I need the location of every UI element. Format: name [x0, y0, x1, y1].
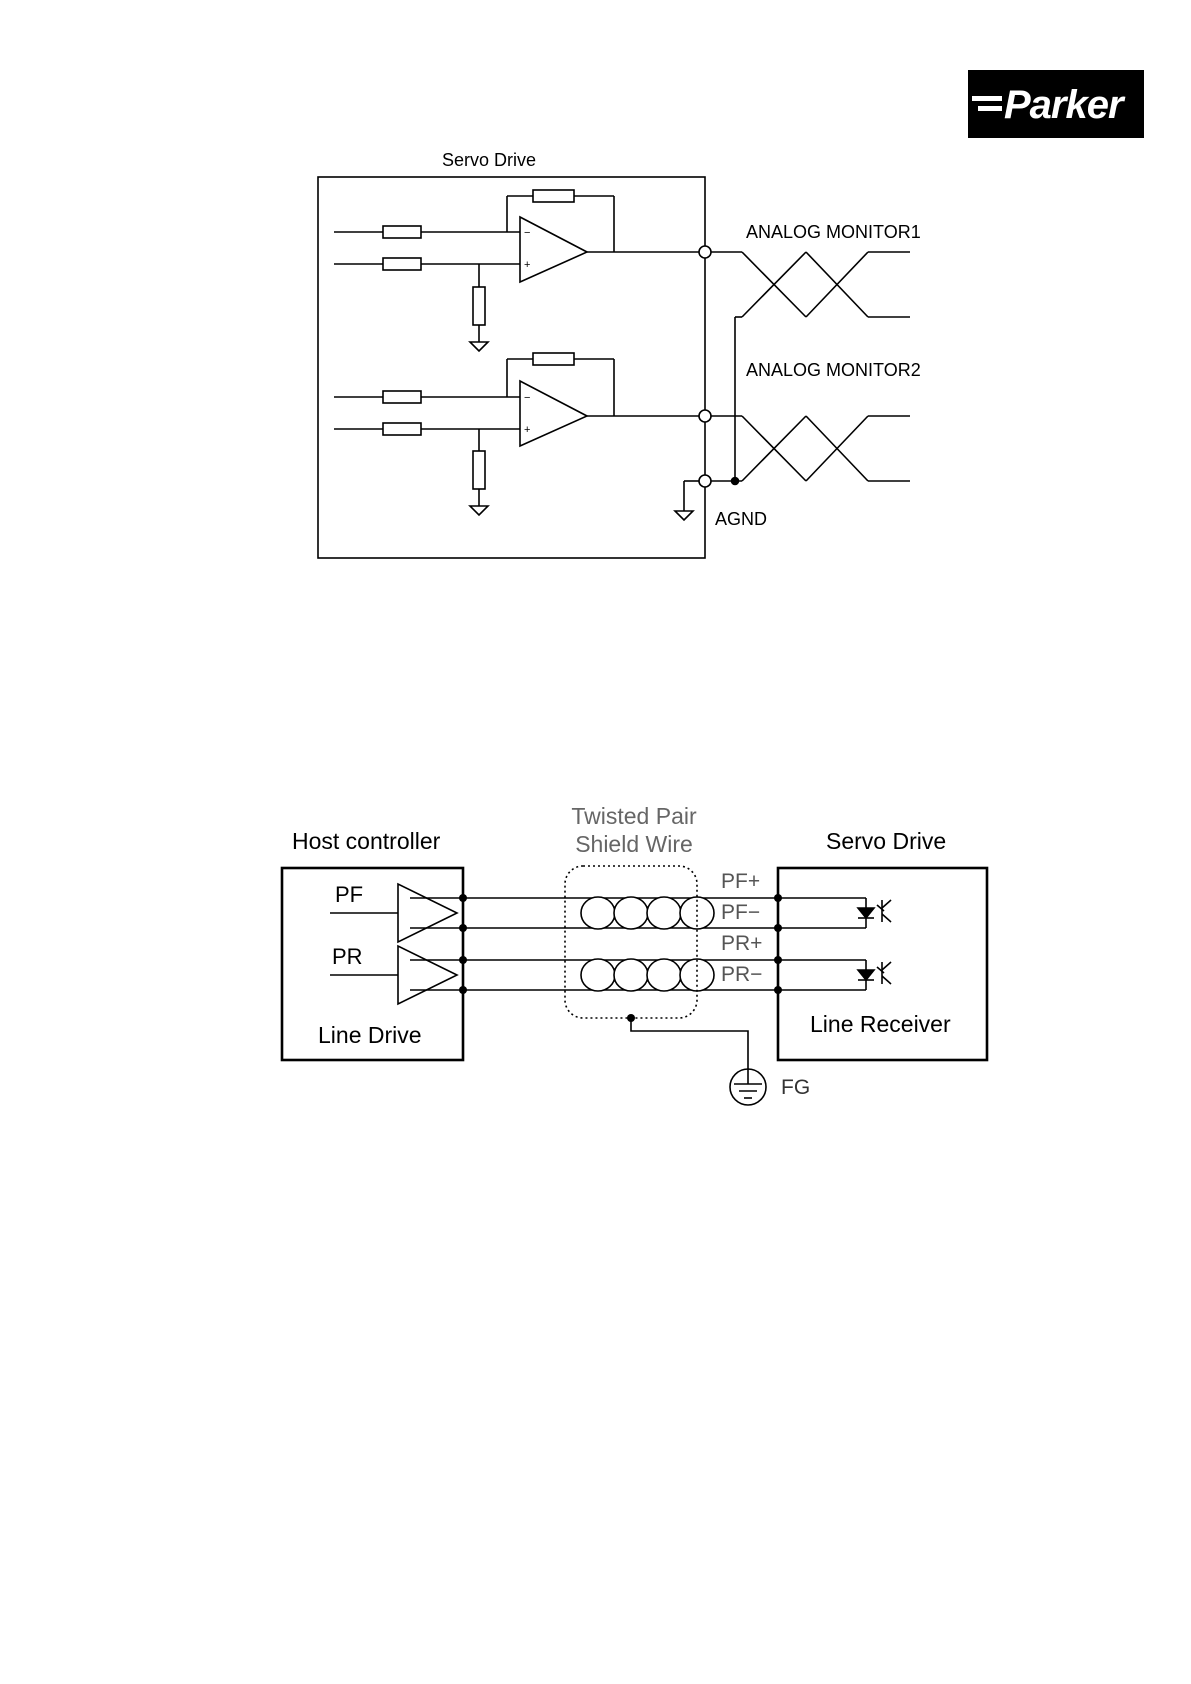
agnd-bus — [711, 317, 742, 485]
opamp-2-circuit — [334, 353, 711, 515]
line-drive-label: Line Drive — [318, 1022, 422, 1048]
opamp-2-plus: + — [524, 424, 530, 436]
optocoupler-pf — [778, 898, 891, 928]
analog-monitor1-label: ANALOG MONITOR1 — [746, 222, 921, 242]
opamp-icon — [520, 381, 587, 446]
terminal-icon — [699, 475, 711, 487]
twisted-pair-monitor1 — [711, 252, 910, 317]
opamp-1-minus: − — [524, 227, 530, 239]
host-controller-title: Host controller — [292, 828, 441, 854]
cable-shield — [565, 866, 697, 1018]
resistor-icon — [533, 190, 574, 202]
resistor-icon — [473, 451, 485, 489]
pin-pf-plus: PF+ — [721, 870, 760, 893]
pin-pf-minus: PF− — [721, 901, 760, 924]
pulse-input-labels: Host controller Twisted Pair Shield Wire… — [292, 803, 951, 1099]
servo-drive-receiver-title: Servo Drive — [826, 828, 946, 854]
terminal-icon — [699, 246, 711, 258]
twisted-pair-coils — [581, 897, 714, 991]
agnd-label: AGND — [715, 509, 767, 529]
buffer-icon — [398, 884, 457, 942]
resistor-icon — [383, 423, 421, 435]
opamp-1-plus: + — [524, 259, 530, 271]
host-signal-pr: PR — [332, 944, 363, 969]
cable-title-line2: Shield Wire — [575, 831, 693, 857]
servo-drive-box — [318, 177, 705, 558]
pin-pr-plus: PR+ — [721, 932, 762, 955]
pin-pr-minus: PR− — [721, 963, 762, 986]
ground-icon — [470, 342, 488, 351]
line-receiver-label: Line Receiver — [810, 1011, 951, 1037]
twisted-pair-monitor2 — [711, 416, 910, 481]
analog-monitor2-label: ANALOG MONITOR2 — [746, 360, 921, 380]
analog-monitor-labels: Servo Drive ANALOG MONITOR1 ANALOG MONIT… — [442, 150, 921, 529]
frame-ground-label: FG — [781, 1076, 810, 1099]
opamp-2-minus: − — [524, 392, 530, 404]
optocoupler-pr — [778, 960, 891, 990]
terminal-icon — [699, 410, 711, 422]
ground-icon — [675, 511, 693, 520]
resistor-icon — [383, 258, 421, 270]
opamp-1-circuit — [334, 190, 711, 351]
resistor-icon — [383, 226, 421, 238]
resistor-icon — [473, 287, 485, 325]
pulse-input-diagram — [282, 866, 987, 1105]
servo-drive-title: Servo Drive — [442, 150, 536, 170]
ground-icon — [470, 506, 488, 515]
resistor-icon — [533, 353, 574, 365]
shield-drain-wire — [631, 1018, 748, 1069]
host-signal-pf: PF — [335, 882, 363, 907]
frame-ground-icon — [730, 1069, 766, 1105]
buffer-icon — [398, 946, 457, 1004]
cable-title-line1: Twisted Pair — [571, 803, 697, 829]
resistor-icon — [383, 391, 421, 403]
